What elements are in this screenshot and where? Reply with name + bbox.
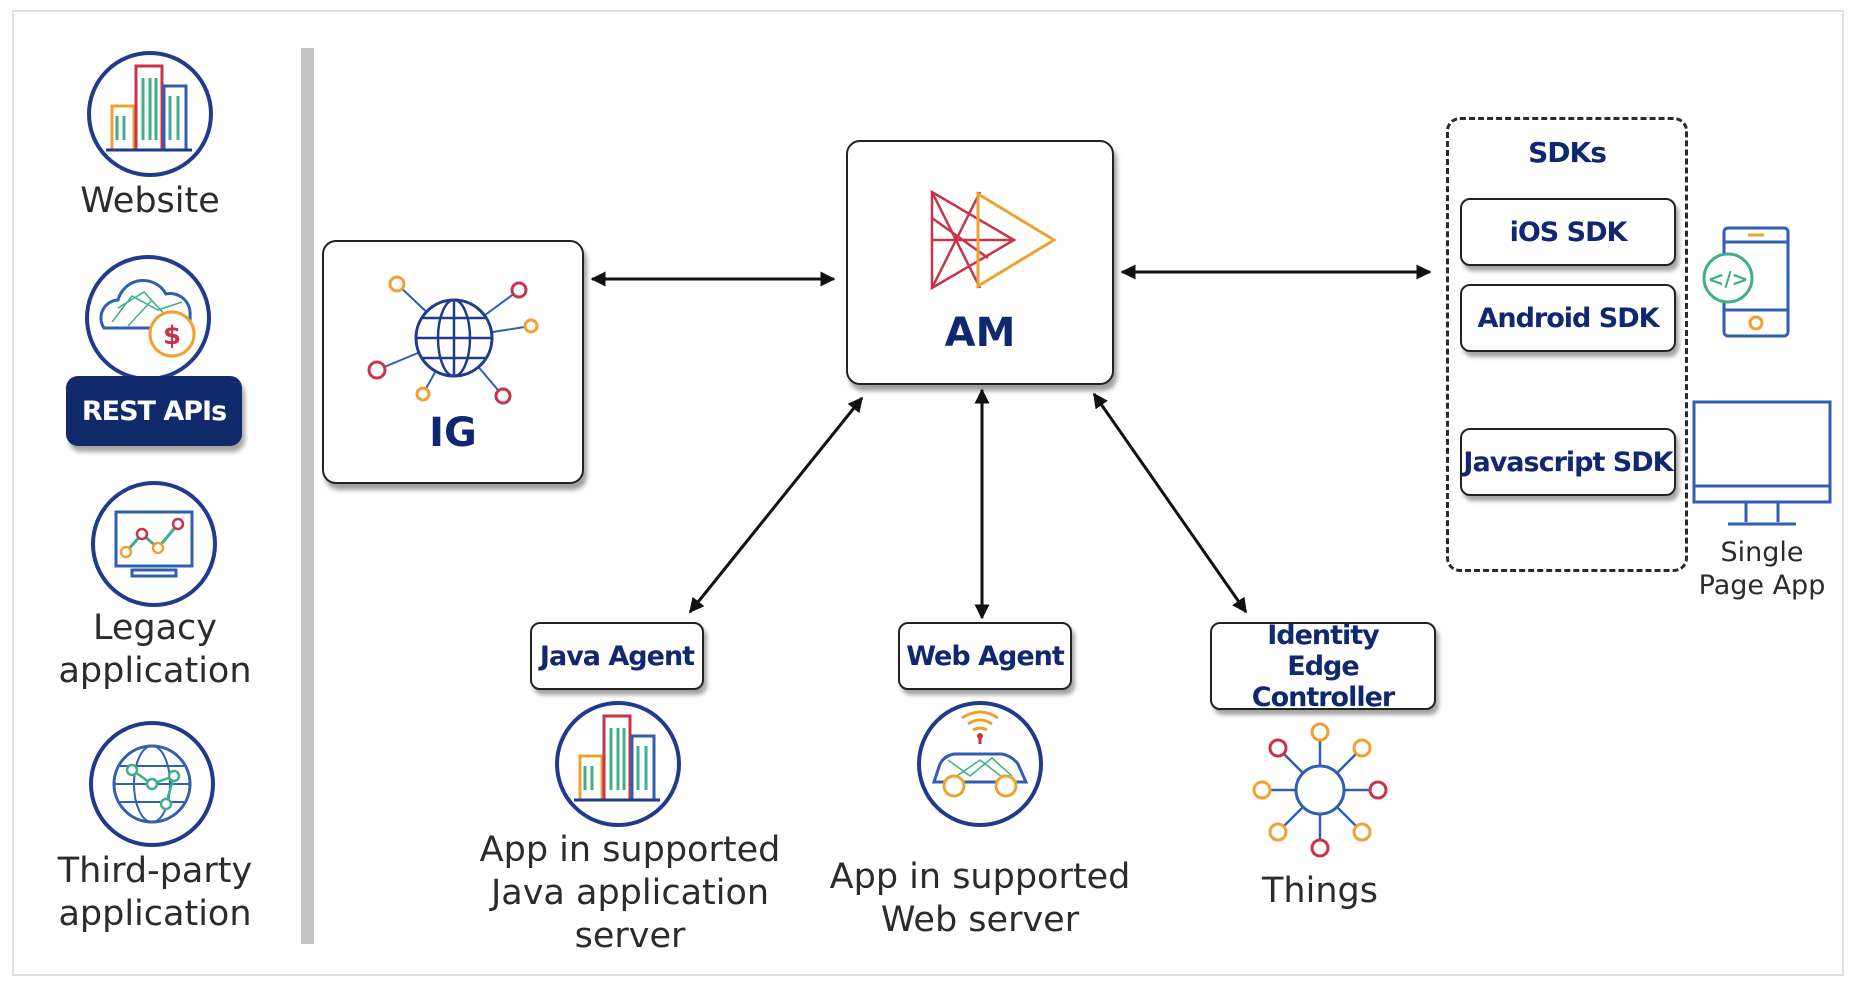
globe-hub-icon — [367, 275, 539, 405]
arrow-am-iec — [1092, 392, 1248, 614]
web-agent-desc-line1: App in supported — [829, 857, 1131, 897]
building-icon — [555, 701, 681, 827]
third-party-label-line1: Third-party — [57, 851, 253, 891]
identity-edge-controller-button[interactable]: Identity Edge Controller — [1210, 619, 1436, 713]
ig-label: IG — [429, 410, 477, 456]
java-agent-desc-line1: App in supported — [479, 830, 781, 870]
iec-label-line2: Edge Controller — [1251, 650, 1396, 713]
java-agent-desc-line3: server — [574, 916, 686, 956]
legacy-label-line1: Legacy — [92, 608, 218, 648]
java-agent-desc-line2: Java application — [490, 873, 770, 913]
building-icon — [87, 51, 213, 177]
sdks-title: SDKs — [1528, 136, 1607, 169]
java-agent-button[interactable]: Java Agent — [530, 622, 704, 690]
globe-network-icon — [89, 721, 215, 847]
monitor-chart-icon — [91, 481, 217, 607]
android-sdk-button[interactable]: Android SDK — [1460, 284, 1676, 352]
mobile-code-icon: </> — [1702, 226, 1790, 338]
third-party-label-line2: application — [58, 894, 252, 934]
forgerock-logo-icon — [930, 189, 1057, 291]
connected-car-icon — [917, 701, 1043, 827]
single-page-app-line2: Page App — [1698, 570, 1826, 601]
legacy-label-line2: application — [58, 651, 252, 691]
cloud-dollar-icon: $ — [85, 255, 211, 381]
diagram-frame — [12, 10, 1844, 976]
web-agent-desc-line2: Web server — [880, 900, 1080, 940]
iot-hub-icon — [1252, 722, 1388, 858]
website-label: Website — [80, 181, 220, 221]
ios-sdk-button[interactable]: iOS SDK — [1460, 198, 1676, 266]
web-agent-button[interactable]: Web Agent — [898, 622, 1072, 690]
desktop-monitor-icon — [1692, 400, 1832, 526]
svg-text:$: $ — [163, 321, 181, 351]
vertical-divider — [301, 48, 314, 944]
ig-box[interactable]: IG — [322, 240, 584, 484]
things-label: Things — [1262, 871, 1378, 911]
svg-text:</>: </> — [1708, 267, 1749, 291]
sdks-group — [1446, 117, 1688, 572]
javascript-sdk-button[interactable]: Javascript SDK — [1460, 428, 1676, 496]
iec-label-line1: Identity — [1267, 619, 1380, 651]
rest-apis-badge: REST APIs — [66, 376, 242, 446]
am-label: AM — [944, 310, 1016, 356]
single-page-app-line1: Single — [1720, 537, 1804, 568]
am-box[interactable]: AM — [846, 140, 1114, 385]
arrow-am-java-agent — [688, 396, 864, 614]
